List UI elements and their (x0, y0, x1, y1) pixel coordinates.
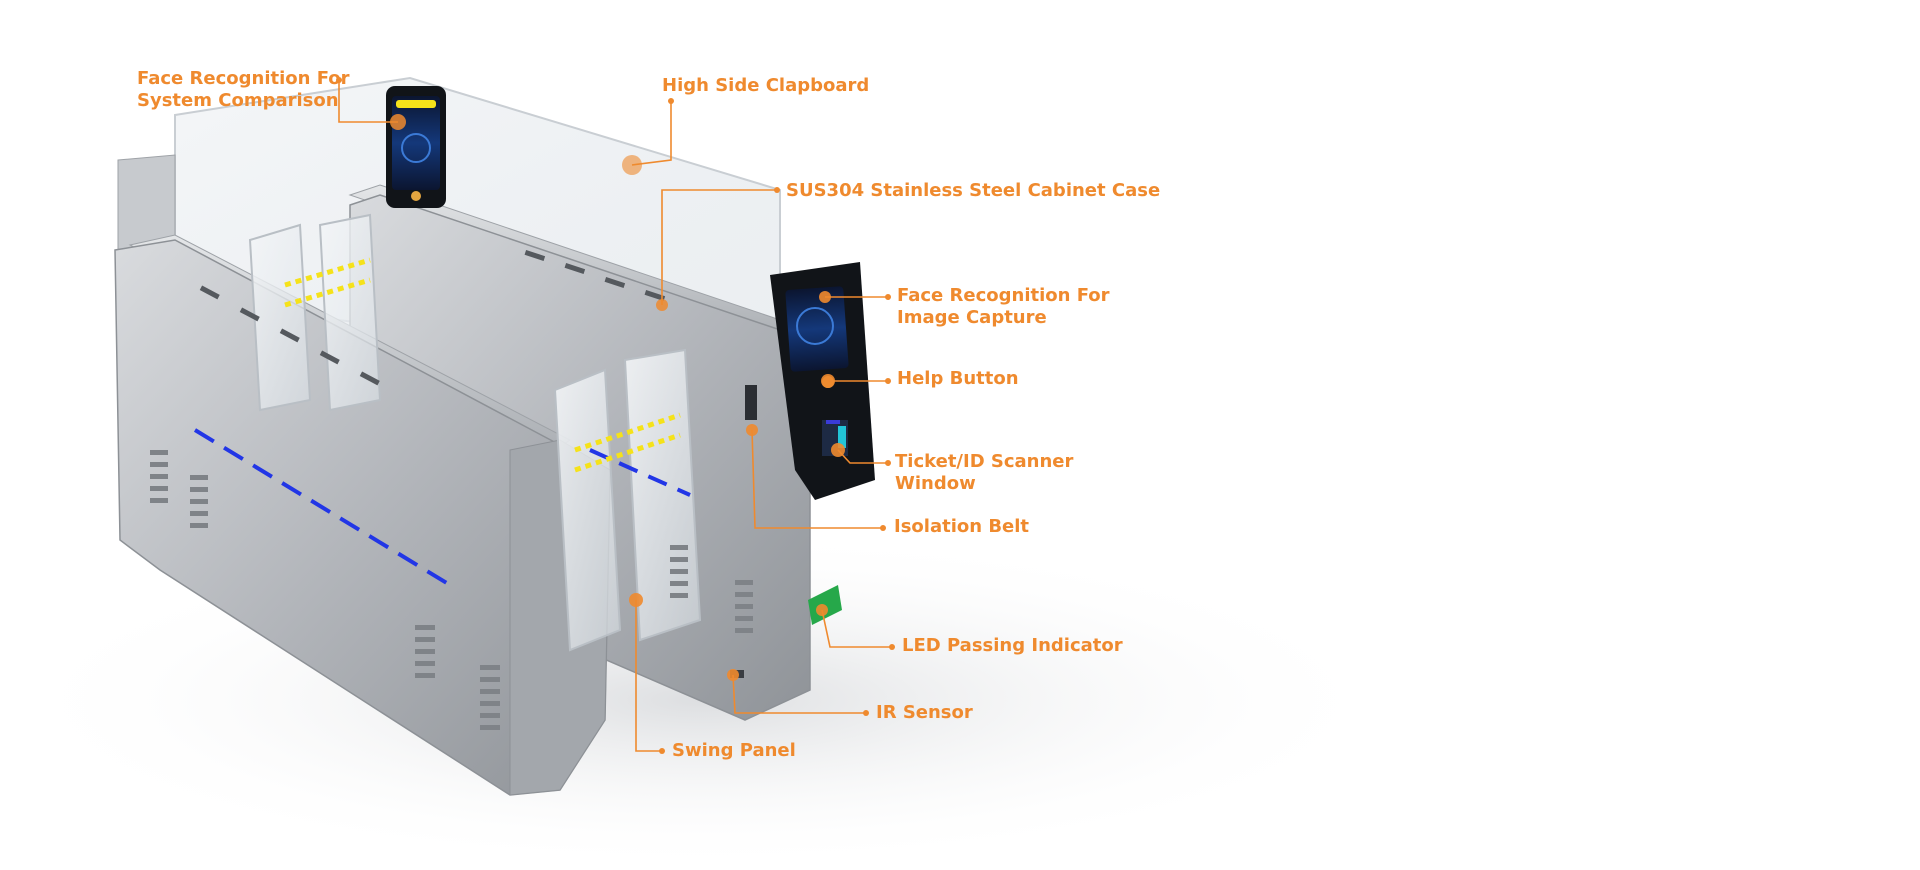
swing-panel-right (623, 348, 702, 642)
callout-line: Ticket/ID Scanner (895, 451, 1074, 472)
callout-line: Face Recognition For (897, 285, 1110, 306)
callout-help-button: Help Button (897, 368, 1019, 389)
scanner-slot (745, 385, 757, 420)
marker-dots (336, 77, 895, 754)
swing-panel-back-left (248, 223, 312, 412)
vent-grilles (150, 450, 753, 730)
leader-lines (338, 80, 892, 752)
callout-cabinet-case: SUS304 Stainless Steel Cabinet Case (786, 180, 1161, 201)
yellow-beam-2 (284, 277, 371, 308)
yellow-beam-3 (574, 412, 681, 453)
face-recognition-terminal-icon (386, 86, 446, 208)
swing-panel-left (553, 368, 622, 652)
callout-face-recognition-image: Face Recognition For Image Capture (897, 285, 1110, 329)
callout-line: Image Capture (897, 307, 1047, 328)
callout-led-indicator: LED Passing Indicator (902, 635, 1123, 656)
callout-ticket-scanner: Ticket/ID Scanner Window (895, 451, 1073, 495)
callout-line: Window (895, 473, 976, 494)
blue-led-strip (193, 428, 452, 587)
yellow-beam-1 (284, 257, 371, 288)
callout-face-recognition-system: Face Recognition For System Comparison (137, 68, 350, 112)
callout-ir-sensor: IR Sensor (876, 702, 973, 723)
callout-swing-panel: Swing Panel (672, 740, 796, 761)
rail-slots (199, 250, 666, 386)
callout-line: System Comparison (137, 90, 339, 111)
callout-isolation-belt: Isolation Belt (894, 516, 1030, 537)
yellow-beam-4 (574, 432, 681, 473)
callout-high-side-clapboard: High Side Clapboard (662, 75, 870, 96)
callout-line: Face Recognition For (137, 68, 350, 89)
